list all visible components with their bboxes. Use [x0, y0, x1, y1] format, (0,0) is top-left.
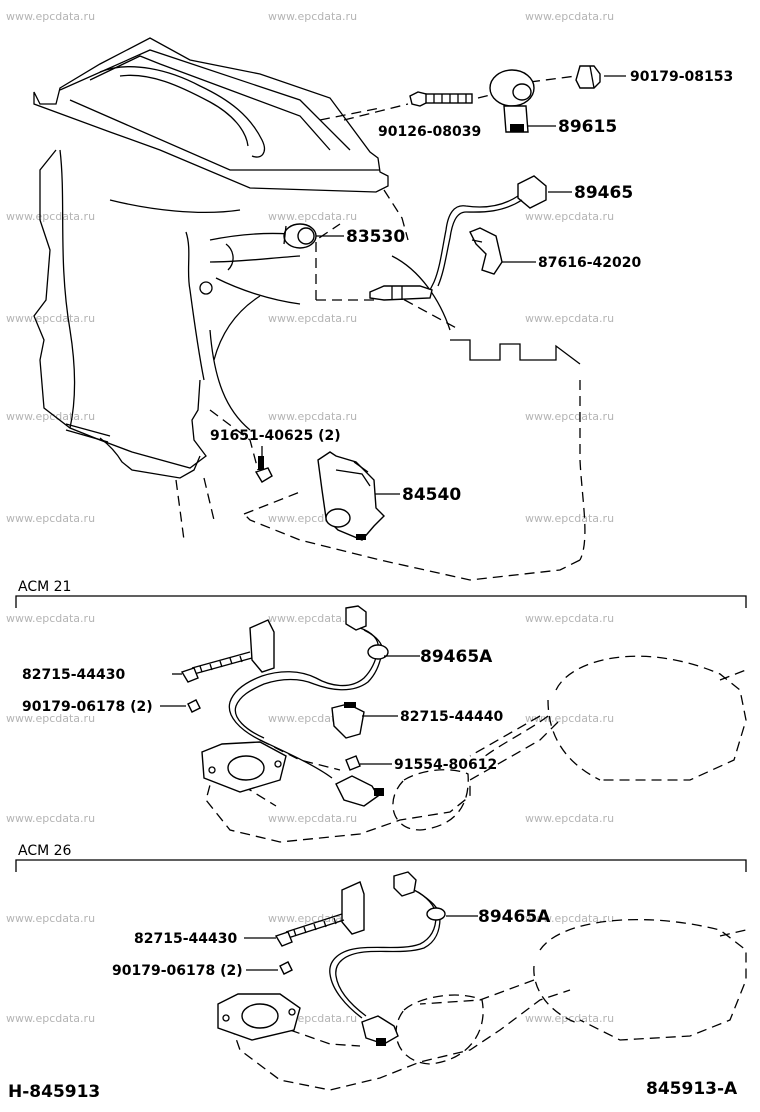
callout-91651-40625: 91651-40625 (2): [210, 428, 341, 444]
watermark: www.epcdata.ru: [268, 10, 357, 23]
clamp-87616-42020: [469, 227, 503, 275]
callout-89465a: 89465A: [478, 907, 551, 927]
watermark: www.epcdata.ru: [525, 912, 614, 925]
section-bracket: [15, 595, 747, 608]
footer: H-845913 845913-A: [8, 1079, 738, 1102]
watermark: www.epcdata.ru: [268, 612, 357, 625]
section-label-acm26: ACM 26: [18, 843, 72, 859]
section-label-acm21: ACM 21: [18, 579, 71, 595]
callout-82715-44440: 82715-44440: [400, 709, 503, 725]
watermark: www.epcdata.ru: [525, 410, 614, 423]
section-acm26: ACM 26 89465A 82715-44430 90179: [15, 843, 747, 1091]
watermark: www.epcdata.ru: [268, 812, 357, 825]
callout-89615: 89615: [558, 117, 617, 137]
bolt-90126-08039: [409, 91, 473, 107]
callout-89465a: 89465A: [420, 647, 493, 667]
watermark: www.epcdata.ru: [525, 712, 614, 725]
watermark: www.epcdata.ru: [6, 612, 95, 625]
watermark: www.epcdata.ru: [525, 210, 614, 223]
watermark: www.epcdata.ru: [6, 912, 95, 925]
callout-89465: 89465: [574, 183, 633, 203]
switch-84540: [317, 451, 385, 541]
watermark: www.epcdata.ru: [6, 210, 95, 223]
watermark: www.epcdata.ru: [6, 10, 95, 23]
callout-82715-44430: 82715-44430: [134, 931, 237, 947]
section-bracket: [15, 859, 747, 872]
callout-90179-06178: 90179-06178 (2): [22, 699, 153, 715]
watermark: www.epcdata.ru: [525, 312, 614, 325]
knock-sensor-89615: [489, 69, 535, 133]
watermark: www.epcdata.ru: [525, 512, 614, 525]
watermark: www.epcdata.ru: [268, 210, 357, 223]
callout-91554-80612: 91554-80612: [394, 757, 497, 773]
callout-82715-44430: 82715-44430: [22, 667, 125, 683]
watermarks: www.epcdata.ru www.epcdata.ru www.epcdat…: [6, 10, 614, 1025]
bolt-91651-40625: [254, 456, 273, 483]
watermark: www.epcdata.ru: [6, 312, 95, 325]
figure-code-right: 845913-A: [646, 1079, 738, 1099]
watermark: www.epcdata.ru: [6, 812, 95, 825]
watermark: www.epcdata.ru: [525, 612, 614, 625]
watermark: www.epcdata.ru: [525, 10, 614, 23]
watermark: www.epcdata.ru: [6, 512, 95, 525]
watermark: www.epcdata.ru: [6, 410, 95, 423]
engine-block-outline: [33, 37, 586, 581]
watermark: www.epcdata.ru: [6, 1012, 95, 1025]
watermark: www.epcdata.ru: [268, 410, 357, 423]
callout-90179-08153: 90179-08153: [630, 69, 733, 85]
nut-90179-08153: [575, 65, 601, 89]
watermark: www.epcdata.ru: [6, 712, 95, 725]
figure-code-left: H-845913: [8, 1082, 100, 1102]
section-acm21: ACM 21: [15, 579, 747, 843]
oxygen-sensor-89465: [369, 175, 547, 301]
callouts-top: 90179-08153 90126-08039 89615 89465 8353…: [210, 69, 733, 505]
callout-90179-06178: 90179-06178 (2): [112, 963, 243, 979]
callout-90126-08039: 90126-08039: [378, 124, 481, 140]
callout-83530: 83530: [346, 227, 405, 247]
callout-87616-42020: 87616-42020: [538, 255, 641, 271]
watermark: www.epcdata.ru: [268, 312, 357, 325]
callout-84540: 84540: [402, 485, 461, 505]
watermark: www.epcdata.ru: [525, 1012, 614, 1025]
watermark: www.epcdata.ru: [525, 812, 614, 825]
sensor-83530: [283, 223, 317, 249]
